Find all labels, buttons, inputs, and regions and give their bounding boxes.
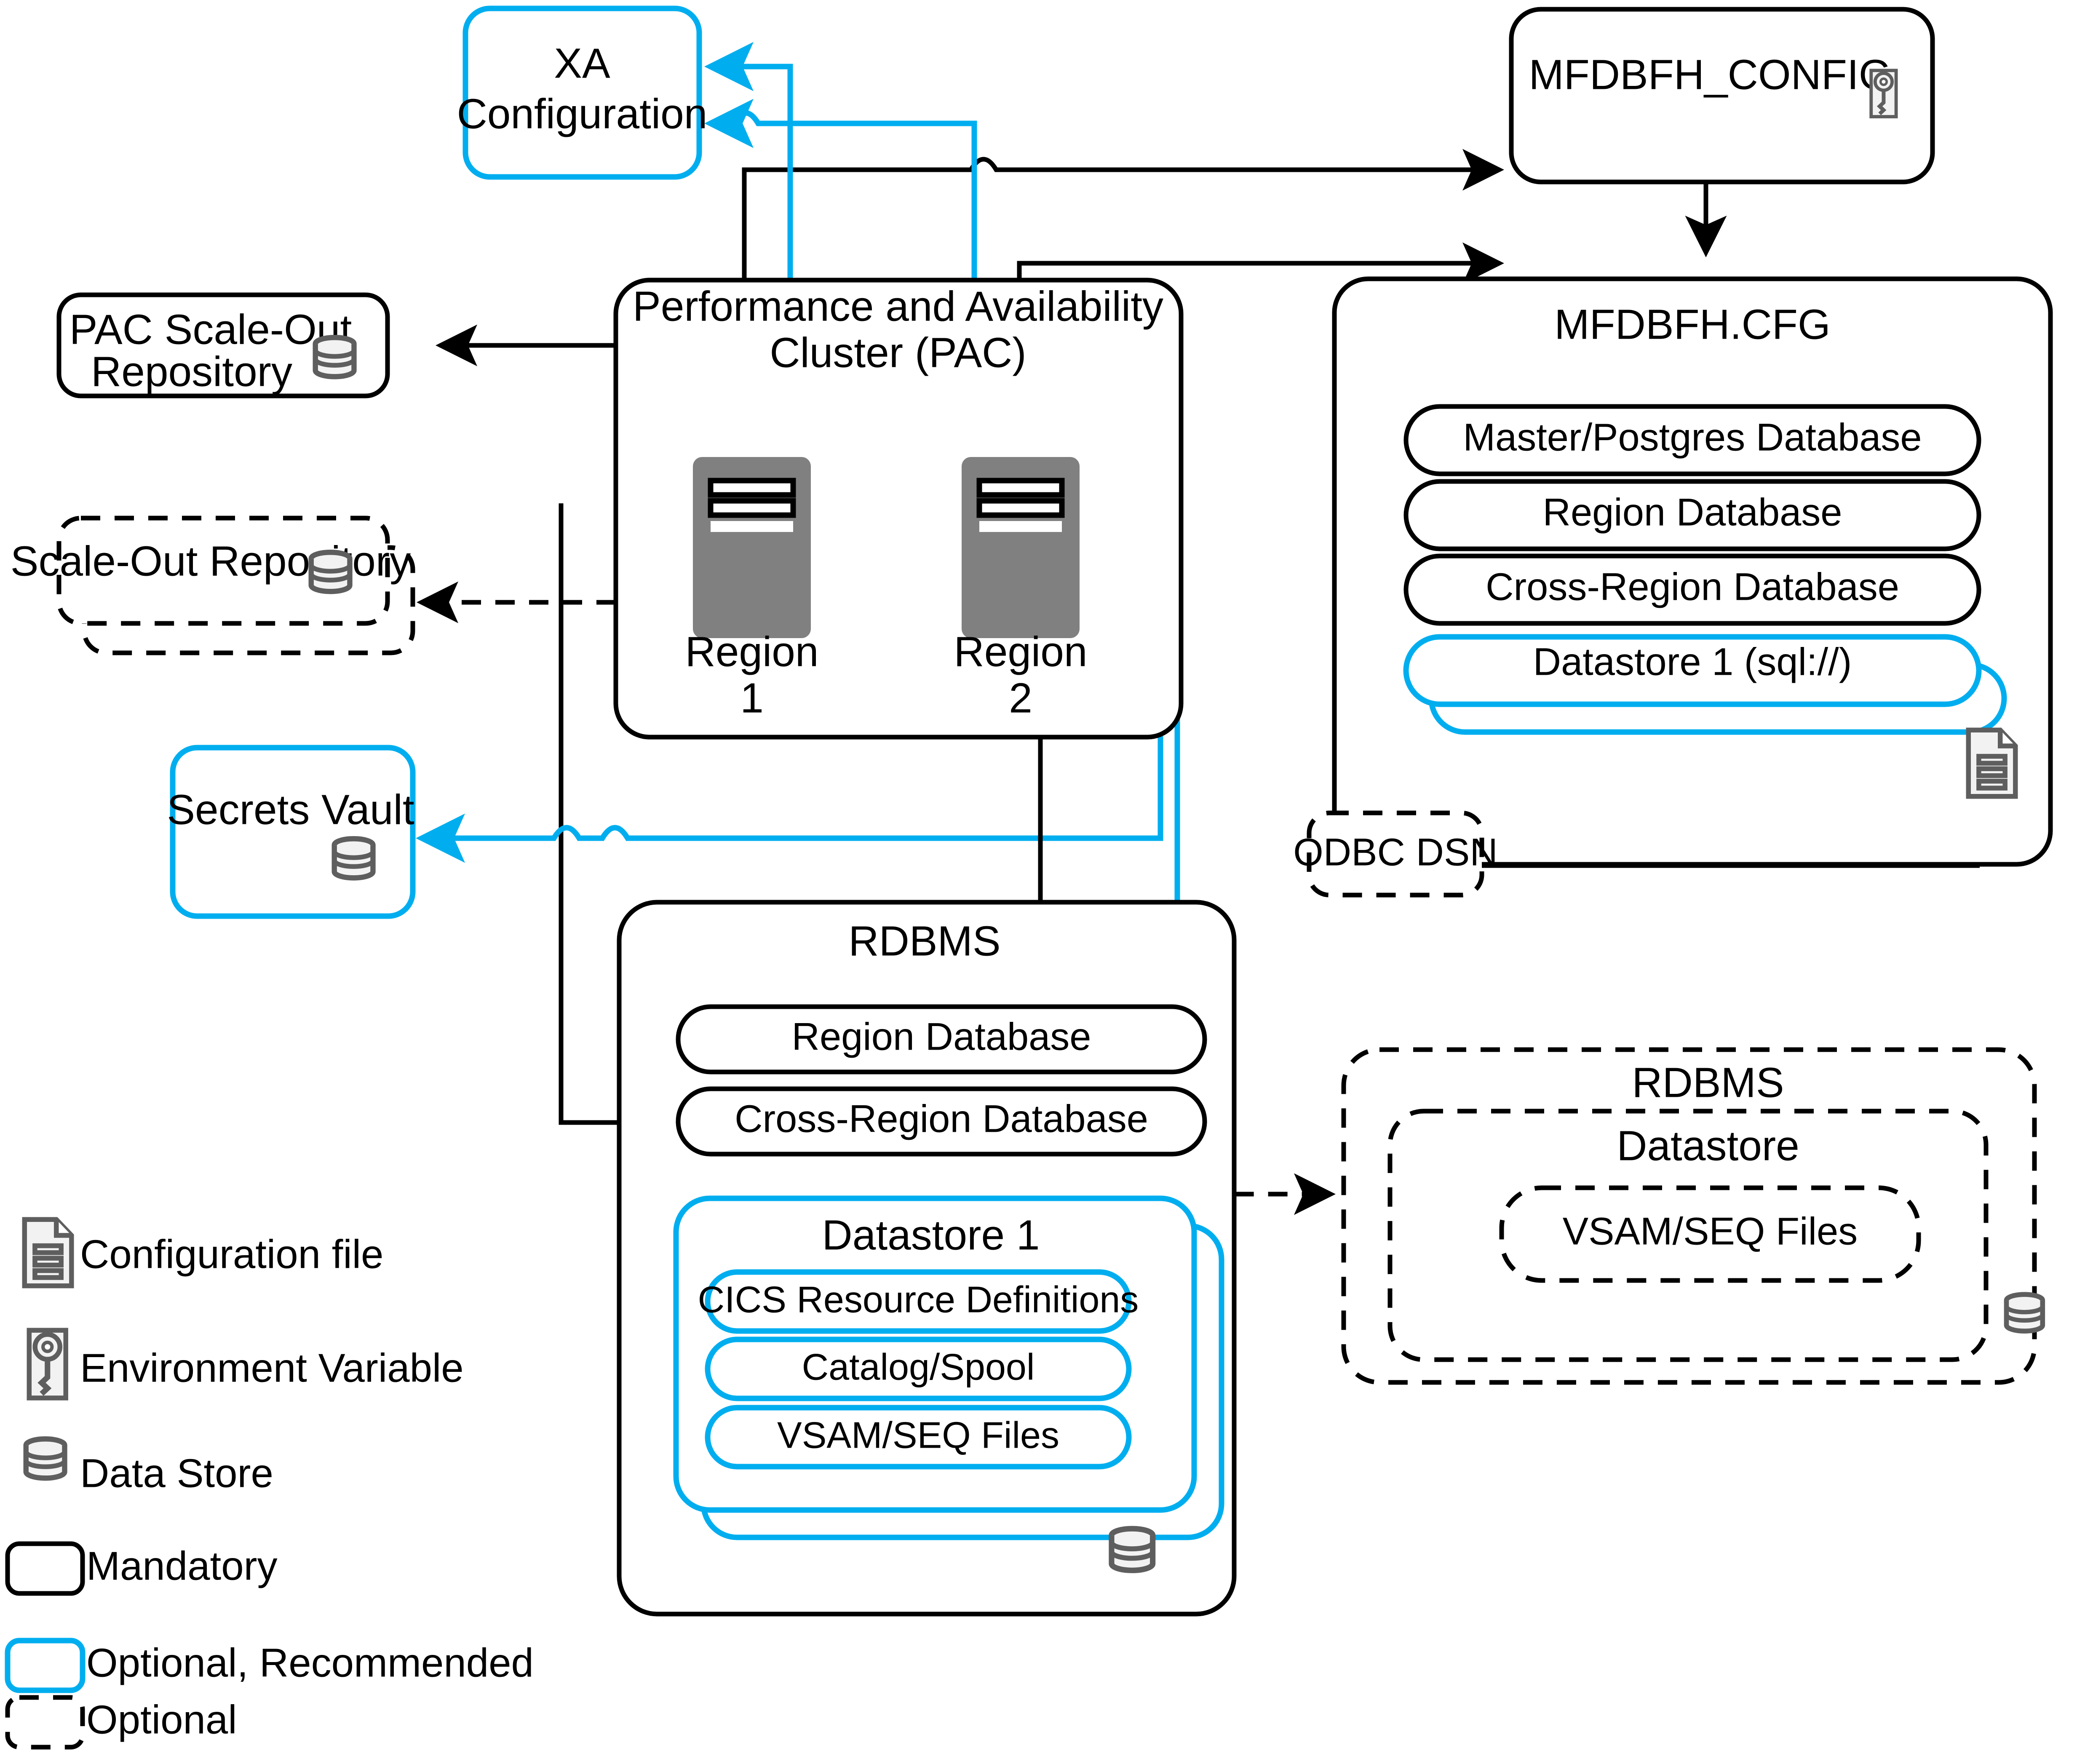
node-mfdbfh-cfg[interactable]: MFDBFH.CFG Master/Postgres Database Regi… bbox=[1332, 276, 2053, 867]
rdbms-optional-label: RDBMS bbox=[1632, 1059, 1784, 1106]
node-pac-cluster[interactable]: Performance and Availability Cluster (PA… bbox=[613, 278, 1184, 740]
datastore-icon bbox=[334, 839, 373, 878]
connector-region1-to-mfdbfhconfig bbox=[742, 149, 1504, 449]
datastore-icon bbox=[311, 552, 350, 591]
node-scale-out-repository[interactable]: Scale-Out Repository bbox=[11, 516, 415, 655]
pac-region-2[interactable]: Region 2 bbox=[954, 457, 1088, 722]
pac-cluster-label-line1: Performance and Availability bbox=[633, 283, 1163, 330]
legend-label: Data Store bbox=[80, 1451, 273, 1496]
mfdbfh-cfg-entry-cross-region-database[interactable]: Cross-Region Database bbox=[1403, 553, 1981, 626]
legend-item-optional-recommended: Optional, Recommended bbox=[5, 1638, 534, 1693]
legend-label: Optional, Recommended bbox=[86, 1640, 534, 1685]
legend-label: Mandatory bbox=[86, 1543, 278, 1588]
datastore-icon bbox=[26, 1439, 65, 1478]
entry-label: Datastore 1 (sql://) bbox=[1533, 640, 1852, 683]
entry-label: Master/Postgres Database bbox=[1463, 416, 1922, 459]
legend-item-environment-variable: Environment Variable bbox=[29, 1330, 464, 1398]
entry-label: Cross-Region Database bbox=[1486, 565, 1899, 608]
configuration-file-icon bbox=[1968, 730, 2016, 796]
rdbms-optional-datastore-item-vsam-seq-files[interactable]: VSAM/SEQ Files bbox=[1499, 1185, 1921, 1283]
datastore-item-label: CICS Resource Definitions bbox=[698, 1278, 1139, 1320]
datastore-item-catalog-spool[interactable]: Catalog/Spool bbox=[705, 1336, 1132, 1401]
node-rdbms-optional[interactable]: RDBMS Datastore VSAM/SEQ Files bbox=[1341, 1047, 2042, 1385]
pac-cluster-label-line2: Cluster (PAC) bbox=[770, 329, 1026, 376]
node-secrets-vault[interactable]: Secrets Vault bbox=[167, 745, 416, 919]
server-icon bbox=[693, 457, 811, 638]
node-pac-scale-out-repository[interactable]: PAC Scale-Out Repository bbox=[56, 292, 390, 398]
entry-label: Region Database bbox=[1543, 491, 1842, 534]
datastore-icon bbox=[2006, 1294, 2042, 1331]
node-mfdbfh-config[interactable]: MFDBFH_CONFIG bbox=[1509, 7, 1935, 184]
datastore-label: Datastore bbox=[1617, 1122, 1799, 1169]
rdbms-main-cross-region-database[interactable]: Cross-Region Database bbox=[676, 1086, 1207, 1157]
mfdbfh-cfg-entry-master-postgres-database[interactable]: Master/Postgres Database bbox=[1403, 404, 1981, 476]
odbc-dsn-label: ODBC DSN bbox=[1293, 831, 1498, 874]
datastore-item-label: VSAM/SEQ Files bbox=[1563, 1210, 1858, 1253]
connector-region2-to-xa-lower bbox=[704, 99, 977, 449]
key-icon bbox=[1871, 70, 1896, 117]
datastore-icon bbox=[315, 337, 354, 377]
legend-item-data-store: Data Store bbox=[26, 1439, 273, 1496]
database-label: Region Database bbox=[792, 1015, 1091, 1058]
mfdbfh-cfg-label: MFDBFH.CFG bbox=[1554, 301, 1830, 348]
datastore-item-label: Catalog/Spool bbox=[802, 1346, 1035, 1387]
key-icon bbox=[29, 1330, 66, 1398]
secrets-vault-label: Secrets Vault bbox=[167, 786, 414, 833]
legend: Configuration file Environment Variable … bbox=[5, 1219, 534, 1750]
legend-item-configuration-file: Configuration file bbox=[24, 1219, 383, 1286]
node-rdbms-main[interactable]: RDBMS Region Database Cross-Region Datab… bbox=[617, 900, 1237, 1617]
pac-scale-out-repository-label-line2: Repository bbox=[91, 348, 292, 395]
mfdbfh-cfg-entry-region-database[interactable]: Region Database bbox=[1403, 479, 1981, 551]
pac-scale-out-repository-label-line1: PAC Scale-Out bbox=[70, 306, 352, 353]
legend-label: Optional bbox=[86, 1697, 237, 1742]
server-icon bbox=[962, 457, 1080, 638]
configuration-file-icon bbox=[24, 1219, 72, 1286]
xa-configuration-label-line1: XA bbox=[554, 40, 610, 87]
legend-label: Environment Variable bbox=[80, 1345, 464, 1390]
legend-item-optional: Optional bbox=[5, 1695, 237, 1750]
region-2-label-line1: Region bbox=[954, 628, 1088, 675]
mfdbfh-config-label: MFDBFH_CONFIG bbox=[1529, 51, 1891, 98]
rdbms-main-datastore-1[interactable]: Datastore 1 CICS Resource Definitions Ca… bbox=[673, 1195, 1197, 1513]
datastore-item-cics-resource-definitions[interactable]: CICS Resource Definitions bbox=[698, 1269, 1139, 1334]
datastore-item-vsam-seq-files[interactable]: VSAM/SEQ Files bbox=[705, 1405, 1132, 1470]
connector-pac-to-secrets-vault bbox=[416, 736, 1163, 863]
cyan-box-swatch bbox=[5, 1638, 86, 1693]
region-1-label-line1: Region bbox=[685, 628, 819, 675]
dashed-box-swatch bbox=[5, 1695, 85, 1750]
solid-box-swatch bbox=[5, 1541, 85, 1596]
xa-configuration-label-line2: Configuration bbox=[457, 90, 708, 137]
datastore-icon bbox=[1112, 1529, 1153, 1570]
region-2-label-line2: 2 bbox=[1009, 674, 1032, 722]
node-xa-configuration[interactable]: XA Configuration bbox=[457, 5, 708, 180]
legend-item-mandatory: Mandatory bbox=[5, 1541, 278, 1596]
datastore-item-label: VSAM/SEQ Files bbox=[777, 1414, 1059, 1456]
rdbms-optional-datastore[interactable]: Datastore VSAM/SEQ Files bbox=[1387, 1109, 1989, 1362]
rdbms-main-region-database[interactable]: Region Database bbox=[676, 1004, 1207, 1074]
mfdbfh-cfg-entry-datastore-1[interactable]: Datastore 1 (sql://) bbox=[1403, 634, 1982, 707]
legend-label: Configuration file bbox=[80, 1232, 383, 1277]
pac-region-1[interactable]: Region 1 bbox=[685, 457, 819, 722]
datastore-label: Datastore 1 bbox=[822, 1211, 1040, 1259]
database-label: Cross-Region Database bbox=[735, 1097, 1148, 1140]
node-odbc-dsn[interactable]: ODBC DSN bbox=[1293, 810, 1498, 898]
region-1-label-line2: 1 bbox=[740, 674, 764, 722]
rdbms-main-label: RDBMS bbox=[848, 917, 1000, 965]
